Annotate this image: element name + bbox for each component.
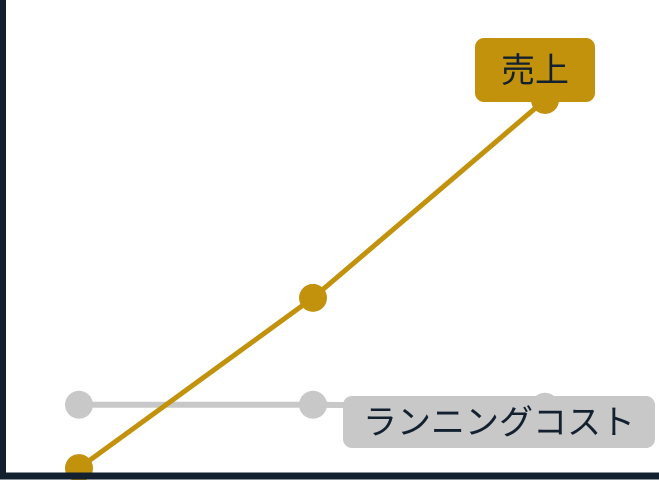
series-label-box-0 xyxy=(475,38,595,102)
series-label-text-0: 売上 xyxy=(501,51,569,91)
series-label-0: 売上 xyxy=(475,38,595,102)
data-point-0-1 xyxy=(299,283,327,312)
series-label-1: ランニングコスト xyxy=(343,396,655,448)
data-point-1-0 xyxy=(65,390,93,419)
data-point-1-1 xyxy=(299,390,327,419)
series-label-text-1: ランニングコスト xyxy=(363,403,635,443)
series-label-box-1 xyxy=(343,396,655,448)
